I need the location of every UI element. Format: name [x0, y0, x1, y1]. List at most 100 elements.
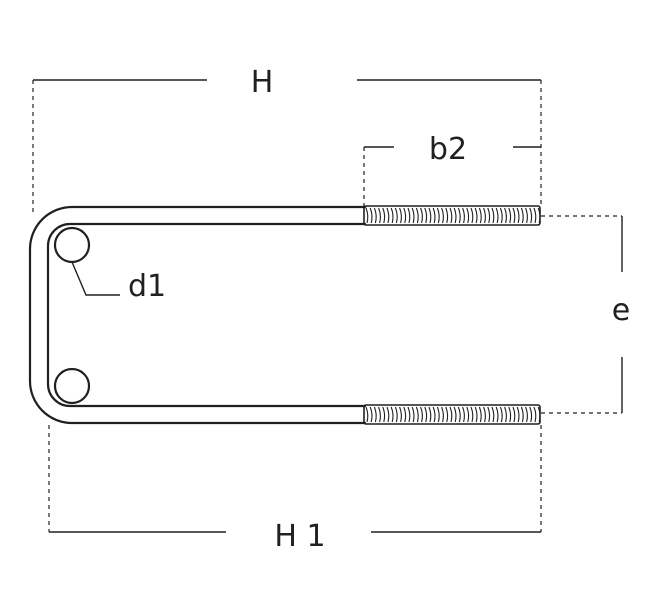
thread-top-ridge: [407, 207, 411, 224]
dimension-e-label: e: [612, 293, 630, 328]
thread-top-ridge: [382, 207, 386, 224]
thread-top-ridge: [399, 207, 402, 224]
thread-bottom-ridge: [407, 406, 411, 423]
thread-top-ridge: [483, 207, 486, 224]
thread-bottom-ridge: [378, 406, 381, 423]
dimension-H-label: H: [251, 65, 274, 100]
thread-bottom-ridge: [508, 406, 512, 423]
thread-top-ridge: [411, 207, 415, 224]
thread-top-ridge: [449, 207, 453, 224]
thread-top-ridge: [504, 207, 507, 224]
rod-section-circle-top: [53, 226, 91, 264]
thread-bottom-ridges: [365, 406, 541, 423]
thread-bottom-ridge: [369, 406, 373, 423]
thread-bottom-ridge: [373, 406, 377, 423]
thread-top-ridge: [403, 207, 407, 224]
u-bolt-outer-outline: [28, 205, 367, 425]
dimension-d1-leader: [71, 261, 120, 296]
thread-bottom: [363, 404, 541, 425]
thread-top-ridge: [365, 207, 369, 224]
thread-bottom-ridge: [516, 406, 520, 423]
thread-bottom-ridge: [533, 406, 537, 423]
thread-bottom-ridge: [504, 406, 507, 423]
thread-top-ridge: [453, 207, 457, 224]
dimension-d1-label: d1: [128, 269, 166, 304]
thread-bottom-ridge: [474, 406, 478, 423]
u-bolt-inner-outline: [46, 222, 367, 408]
thread-top-ridge: [428, 207, 432, 224]
thread-bottom-ridge: [432, 406, 436, 423]
thread-top-ridge: [495, 207, 499, 224]
dimension-b2-label: b2: [429, 132, 467, 167]
thread-bottom-ridge: [386, 406, 390, 423]
thread-top-ridge: [373, 207, 377, 224]
thread-bottom-ridge: [470, 406, 474, 423]
thread-bottom-ridge: [462, 406, 465, 423]
thread-bottom-ridge: [449, 406, 453, 423]
thread-top-ridge: [508, 207, 512, 224]
thread-top-ridge: [487, 207, 491, 224]
thread-top-ridge: [499, 207, 503, 224]
thread-top-ridge: [491, 207, 495, 224]
thread-bottom-ridge: [382, 406, 386, 423]
thread-bottom-ridge: [403, 406, 407, 423]
thread-bottom-ridge: [529, 406, 533, 423]
thread-top-ridge: [537, 207, 541, 224]
thread-top-ridge: [394, 207, 398, 224]
thread-top-ridge: [520, 207, 524, 224]
thread-top-ridge: [457, 207, 461, 224]
thread-top-ridge: [441, 207, 444, 224]
thread-top-ridge: [369, 207, 373, 224]
thread-top-ridge: [415, 207, 419, 224]
thread-bottom-ridge: [420, 406, 423, 423]
thread-top-ridge: [462, 207, 465, 224]
thread-top-ridge: [525, 207, 528, 224]
thread-bottom-ridge: [411, 406, 415, 423]
thread-bottom-ridge: [424, 406, 428, 423]
thread-top-ridge: [445, 207, 449, 224]
thread-top-ridge: [533, 207, 537, 224]
thread-bottom-ridge: [445, 406, 449, 423]
thread-bottom-ridge: [365, 406, 369, 423]
thread-top-ridge: [470, 207, 474, 224]
thread-bottom-ridge: [390, 406, 394, 423]
thread-bottom-ridge: [394, 406, 398, 423]
dimension-e: e: [541, 215, 630, 414]
dimension-b2: b2: [363, 132, 541, 207]
thread-top-ridge: [516, 207, 520, 224]
u-bolt-body: [28, 205, 367, 425]
rod-section-circle-bottom: [53, 367, 91, 405]
thread-bottom-ridge: [457, 406, 461, 423]
thread-bottom-ridge: [478, 406, 482, 423]
dimension-H: H: [32, 65, 542, 215]
thread-bottom-ridge: [399, 406, 402, 423]
dimension-d1: d1: [71, 261, 166, 304]
thread-top-ridge: [424, 207, 428, 224]
dimension-H1-label: H 1: [274, 519, 325, 554]
thread-top-ridge: [432, 207, 436, 224]
thread-top-ridge: [420, 207, 423, 224]
thread-bottom-ridge: [537, 406, 541, 423]
thread-bottom-ridge: [415, 406, 419, 423]
thread-bottom-ridge: [491, 406, 495, 423]
thread-top: [363, 205, 541, 226]
dimension-H1: H 1: [48, 425, 542, 554]
thread-top-ridge: [390, 207, 394, 224]
thread-top-ridge: [529, 207, 533, 224]
thread-bottom-ridge: [499, 406, 503, 423]
thread-bottom-ridge: [441, 406, 444, 423]
thread-bottom-ridge: [495, 406, 499, 423]
thread-bottom-ridge: [520, 406, 524, 423]
thread-top-ridge: [386, 207, 390, 224]
thread-bottom-ridge: [483, 406, 486, 423]
thread-top-ridge: [466, 207, 470, 224]
thread-top-ridge: [474, 207, 478, 224]
thread-top-ridges: [365, 207, 541, 224]
thread-bottom-ridge: [487, 406, 491, 423]
thread-bottom-ridge: [428, 406, 432, 423]
thread-bottom-ridge: [436, 406, 440, 423]
thread-bottom-ridge: [453, 406, 457, 423]
thread-bottom-ridge: [512, 406, 516, 423]
